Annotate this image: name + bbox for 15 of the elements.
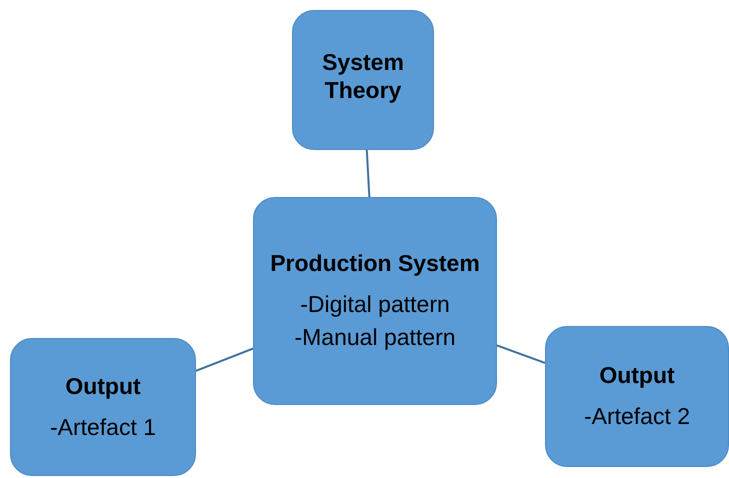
rounded-box [253, 197, 497, 405]
box-text: -Artefact 1 [50, 414, 156, 442]
box-heading: Production System [270, 250, 480, 278]
box-text: -Digital pattern [300, 290, 450, 318]
box-text: -Manual pattern [294, 324, 456, 352]
rounded-box [10, 338, 196, 476]
box-heading: Output [599, 362, 675, 390]
rounded-box [292, 10, 434, 150]
box-heading: System Theory [321, 48, 405, 104]
box-heading: Output [65, 372, 141, 400]
box-text: -Artefact 2 [584, 403, 690, 431]
connector-line [366, 150, 370, 198]
connector-line [496, 344, 546, 364]
rounded-box [545, 326, 729, 467]
connector-line [196, 348, 254, 372]
